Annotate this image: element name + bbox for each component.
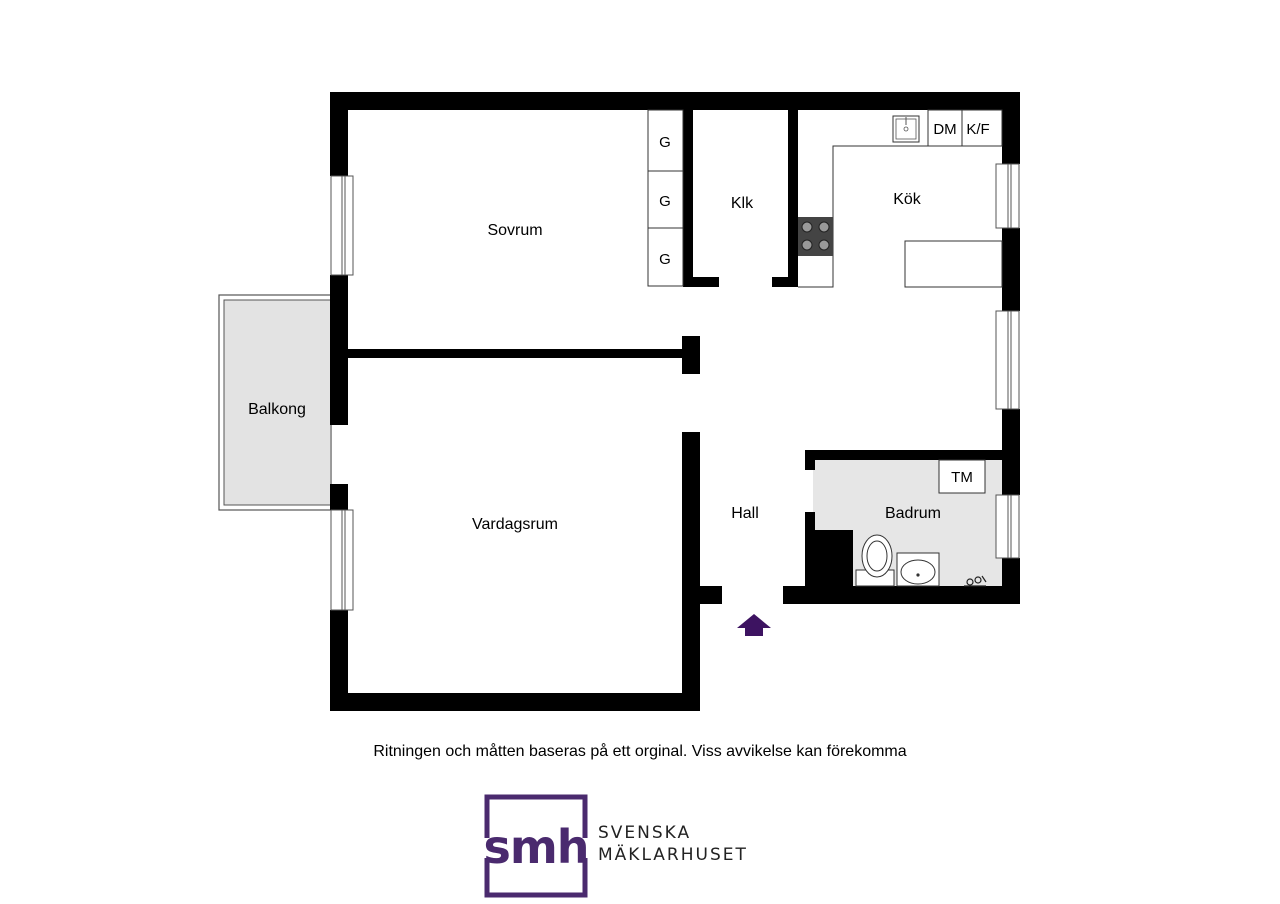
shower-faucet-icon (964, 575, 987, 587)
windows (330, 163, 1020, 611)
entrance-arrow-icon (737, 614, 771, 636)
brand-logo-text: smh (483, 820, 588, 874)
dishwasher-label: DM (933, 121, 956, 138)
brand-name: SVENSKA MÄKLARHUSET (598, 822, 748, 866)
kitchen-sink-icon (892, 115, 920, 143)
room-labels: Sovrum Klk Kök Balkong Vardagsrum Hall B… (248, 191, 941, 533)
wardrobes (647, 109, 684, 287)
fridge-freezer-label: K/F (966, 121, 989, 138)
wardrobe-label: G (659, 134, 671, 151)
washing-machine-label: TM (951, 469, 973, 486)
balcony (218, 294, 332, 511)
toilet-icon (855, 534, 895, 587)
wardrobe-label: G (659, 251, 671, 268)
kitchen-counters (798, 109, 1003, 288)
disclaimer-text: Ritningen och måtten baseras på ett orgi… (373, 743, 907, 760)
room-label-badrum: Badrum (885, 505, 941, 522)
fixture-labels: G G G DM K/F TM (659, 121, 990, 486)
room-label-hall: Hall (731, 505, 759, 522)
brand-name-line2: MÄKLARHUSET (598, 845, 748, 865)
walls (330, 92, 1020, 711)
washbasin-icon (896, 552, 940, 587)
room-label-balkong: Balkong (248, 401, 306, 418)
brand-logo: smh (483, 794, 590, 898)
room-label-kok: Kök (893, 191, 922, 208)
brand-name-line1: SVENSKA (598, 823, 692, 843)
wardrobe-label: G (659, 193, 671, 210)
washing-machine (938, 459, 986, 494)
room-label-klk: Klk (731, 195, 754, 212)
bathroom-shower-block (813, 530, 853, 586)
stove-icon (798, 217, 833, 256)
room-label-sovrum: Sovrum (487, 222, 542, 239)
room-label-vardagsrum: Vardagsrum (472, 516, 558, 533)
